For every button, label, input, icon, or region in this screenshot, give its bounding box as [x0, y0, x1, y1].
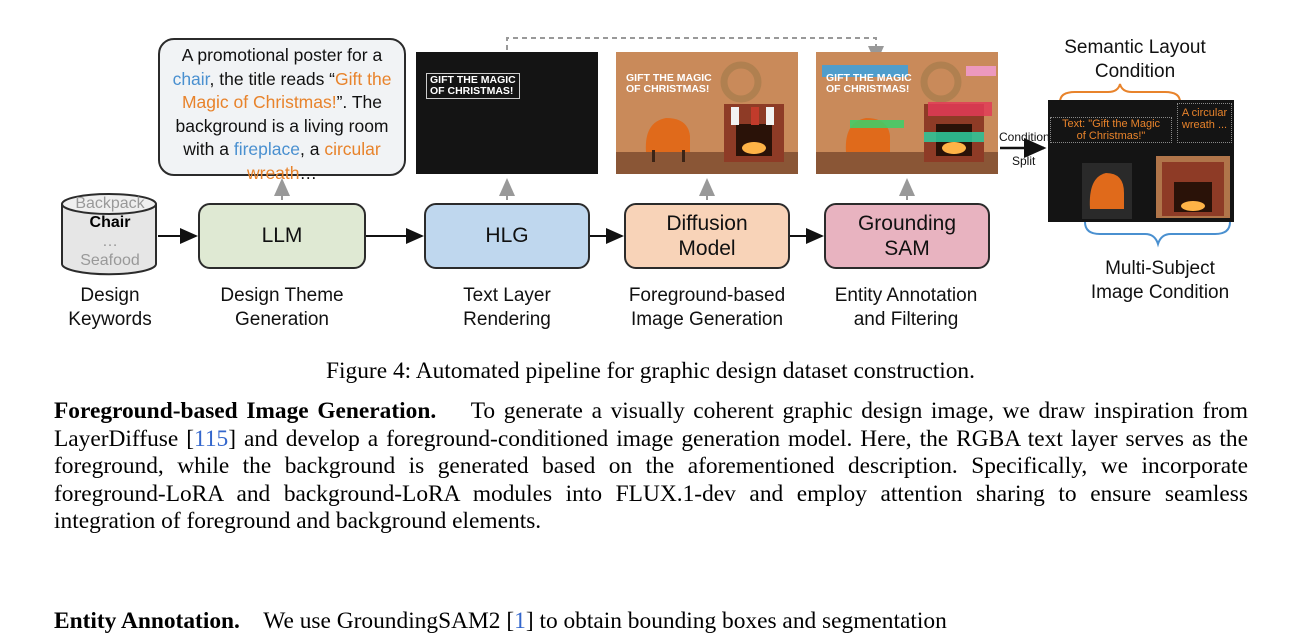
- diffusion-label-2: Model: [678, 237, 736, 260]
- semantic-text-box: Text: "Gift the Magic of Christmas!": [1050, 117, 1172, 143]
- annotated-title: GIFT THE MAGIC OF CHRISTMAS!: [826, 73, 912, 95]
- annotated-image: GIFT THE MAGIC OF CHRISTMAS!: [816, 52, 998, 174]
- annotated-title-line2: OF CHRISTMAS!: [826, 83, 910, 95]
- caption-design-theme: Design Theme Generation: [192, 284, 372, 332]
- split-label: Split: [1012, 154, 1036, 168]
- figure-caption: Figure 4: Automated pipeline for graphic…: [326, 358, 975, 384]
- prompt-keyword-wreath: circular wreath: [246, 139, 381, 183]
- hlg-box: HLG: [424, 203, 590, 269]
- hlg-label: HLG: [485, 224, 529, 248]
- generated-title: GIFT THE MAGIC OF CHRISTMAS!: [626, 73, 712, 95]
- caption-text-layer-line2: Rendering: [463, 308, 551, 330]
- caption-design-theme-line2: Generation: [234, 308, 329, 330]
- section2-text-a: We use GroundingSAM2 [: [263, 608, 515, 634]
- keyword-chair: Chair: [89, 214, 131, 231]
- semantic-wreath-box: A circular wreath ...: [1177, 103, 1232, 143]
- keyword-seafood: Seafood: [80, 252, 140, 269]
- section-foreground-generation: Foreground-based Image Generation. To ge…: [54, 398, 1248, 536]
- caption-foreground-generation-line1: Foreground-based: [628, 285, 786, 306]
- caption-foreground-generation: Foreground-based Image Generation: [602, 284, 812, 332]
- multi-subject-title: Multi-Subject Image Condition: [1060, 257, 1260, 305]
- diffusion-label-1: Diffusion: [666, 211, 748, 235]
- semantic-wreath-line1: A circular: [1181, 107, 1228, 119]
- prompt-keyword-fireplace: fireplace: [233, 139, 300, 159]
- living-room-scene: [616, 52, 798, 174]
- text-layer-image: GIFT THE MAGIC OF CHRISTMAS!: [416, 52, 598, 174]
- caption-foreground-generation-line2: Image Generation: [630, 308, 784, 330]
- prompt-keyword-title: Gift the Magic of Christmas!: [181, 68, 392, 113]
- section-text-b: ] and develop a foreground-conditioned i…: [54, 425, 1248, 535]
- generated-title-line1: GIFT THE MAGIC: [626, 72, 712, 84]
- caption-design-keywords-line2: Keywords: [68, 308, 152, 330]
- annotated-title-line1: GIFT THE MAGIC: [826, 72, 912, 84]
- generated-image: GIFT THE MAGIC OF CHRISTMAS!: [616, 52, 798, 174]
- semantic-layout-title-line1: Semantic Layout: [1064, 37, 1206, 58]
- grounding-sam-box: Grounding SAM: [824, 203, 990, 269]
- multi-subject-title-line2: Image Condition: [1090, 281, 1230, 303]
- llm-label: LLM: [261, 224, 303, 248]
- prompt-text-4: , a: [300, 139, 325, 159]
- caption-entity-annotation: Entity Annotation and Filtering: [806, 284, 1006, 332]
- caption-text-layer-line1: Text Layer: [463, 285, 551, 306]
- keyword-ellipsis: …: [102, 233, 118, 250]
- grounding-label-2: SAM: [884, 237, 930, 260]
- caption-entity-annotation-line1: Entity Annotation: [834, 285, 978, 306]
- condition-label: Condition: [999, 130, 1050, 144]
- llm-box: LLM: [198, 203, 366, 269]
- prompt-text-2: , the title reads “: [209, 68, 336, 89]
- database-icon: [61, 193, 157, 276]
- section2-text-b: ] to obtain bounding boxes and segmentat…: [525, 608, 947, 634]
- multi-subject-title-line1: Multi-Subject: [1105, 258, 1215, 279]
- connector-arrows: [158, 37, 1231, 248]
- citation-link-1[interactable]: 1: [514, 608, 526, 634]
- prompt-bubble: A promotional poster for a chair, the ti…: [158, 38, 406, 183]
- section-entity-annotation: Entity Annotation. We use GroundingSAM2 …: [54, 608, 1248, 636]
- semantic-layout-title: Semantic Layout Condition: [1035, 36, 1235, 84]
- section-heading: Foreground-based Image Generation.: [54, 398, 437, 424]
- semantic-layout-title-line2: Condition: [1094, 60, 1176, 82]
- fireplace-subject: [1156, 156, 1230, 218]
- text-layer-title: GIFT THE MAGIC OF CHRISTMAS!: [426, 73, 520, 99]
- annotated-scene: [816, 52, 998, 174]
- citation-link-115[interactable]: 115: [194, 425, 229, 452]
- prompt-text-5: …: [299, 162, 318, 183]
- text-layer-title-line2: OF CHRISTMAS!: [430, 85, 514, 97]
- prompt-text-3: ”. The background is a living room with …: [175, 92, 389, 159]
- condition-panel: Text: "Gift the Magic of Christmas!" A c…: [1048, 100, 1234, 222]
- caption-design-keywords: Design Keywords: [40, 284, 180, 332]
- caption-text-layer: Text Layer Rendering: [417, 284, 597, 332]
- keyword-list: Backpack Chair … Seafood: [62, 194, 158, 270]
- grounding-label-1: Grounding: [857, 211, 957, 235]
- prompt-keyword-chair: chair: [172, 68, 210, 89]
- caption-design-keywords-line1: Design: [80, 285, 140, 306]
- chair-subject: [1082, 163, 1132, 219]
- caption-entity-annotation-line2: and Filtering: [853, 308, 959, 330]
- semantic-text-line1: Text: "Gift the Magic: [1061, 118, 1161, 130]
- generated-title-line2: OF CHRISTMAS!: [626, 83, 710, 95]
- section-text-a: To generate a visually coherent graphic …: [54, 398, 1248, 452]
- semantic-wreath-line2: wreath ...: [1181, 119, 1228, 131]
- prompt-text-1: A promotional poster for a: [181, 45, 383, 65]
- semantic-text-line2: of Christmas!": [1076, 130, 1146, 142]
- caption-design-theme-line1: Design Theme: [220, 285, 344, 306]
- keyword-backpack: Backpack: [75, 195, 145, 212]
- diffusion-model-box: Diffusion Model: [624, 203, 790, 269]
- text-layer-title-line1: GIFT THE MAGIC: [430, 74, 516, 86]
- section2-heading: Entity Annotation.: [54, 608, 240, 634]
